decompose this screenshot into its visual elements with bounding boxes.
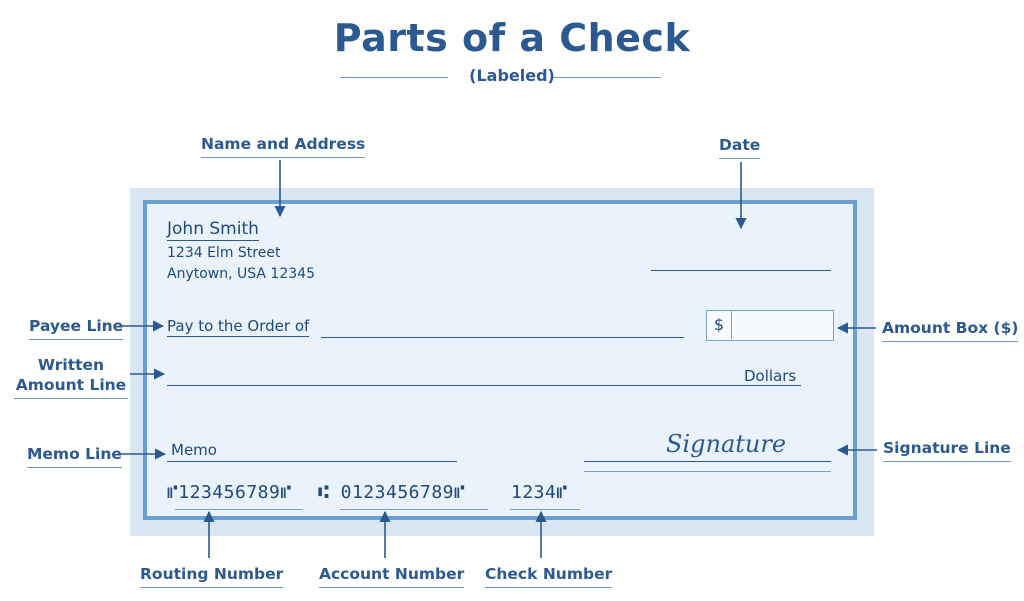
label-routing-number: Routing Number: [140, 564, 284, 588]
payee-line: [321, 337, 684, 338]
label-memo-line: Memo Line: [27, 444, 122, 468]
signature: Signature: [666, 430, 787, 458]
label-payee-line: Payee Line: [29, 316, 124, 340]
memo-label: Memo: [171, 441, 217, 459]
account-number-micr: ⑆ 0123456789⑈: [318, 482, 466, 503]
dollars-label: Dollars: [744, 367, 797, 385]
label-signature-line: Signature Line: [883, 438, 1011, 462]
label-account-number: Account Number: [319, 564, 465, 588]
subtitle-rule-left: [340, 77, 448, 78]
check-number-micr: 1234⑈: [511, 482, 568, 503]
dollar-sign: $: [707, 311, 732, 339]
amount-box[interactable]: $: [706, 310, 834, 341]
label-written-amount: Written Amount Line: [14, 355, 128, 399]
date-line: [651, 270, 831, 271]
pay-to-order-label: Pay to the Order of: [167, 317, 310, 337]
written-amount-line: [167, 385, 801, 386]
address-line-1: 1234 Elm Street: [167, 245, 281, 261]
signature-underline: [584, 471, 831, 472]
subtitle-rule-right: [553, 77, 661, 78]
address-line-2: Anytown, USA 12345: [167, 266, 315, 282]
account-underline: [340, 509, 488, 510]
check-body: [143, 200, 857, 520]
account-holder-name: John Smith: [167, 219, 259, 241]
routing-underline: [175, 509, 303, 510]
memo-line: [167, 461, 457, 462]
label-written-amount-line1: Written: [37, 356, 105, 374]
page-subtitle: (Labeled): [469, 66, 555, 85]
signature-line: [584, 461, 831, 462]
label-written-amount-line2: Amount Line: [15, 376, 127, 394]
label-date: Date: [719, 135, 761, 159]
check-number-underline: [510, 509, 580, 510]
label-check-number: Check Number: [485, 564, 613, 588]
page-title: Parts of a Check: [333, 16, 691, 60]
label-amount-box: Amount Box ($): [882, 318, 1019, 342]
label-name-and-address: Name and Address: [201, 134, 366, 158]
routing-number-micr: ⑈123456789⑈: [167, 482, 292, 503]
